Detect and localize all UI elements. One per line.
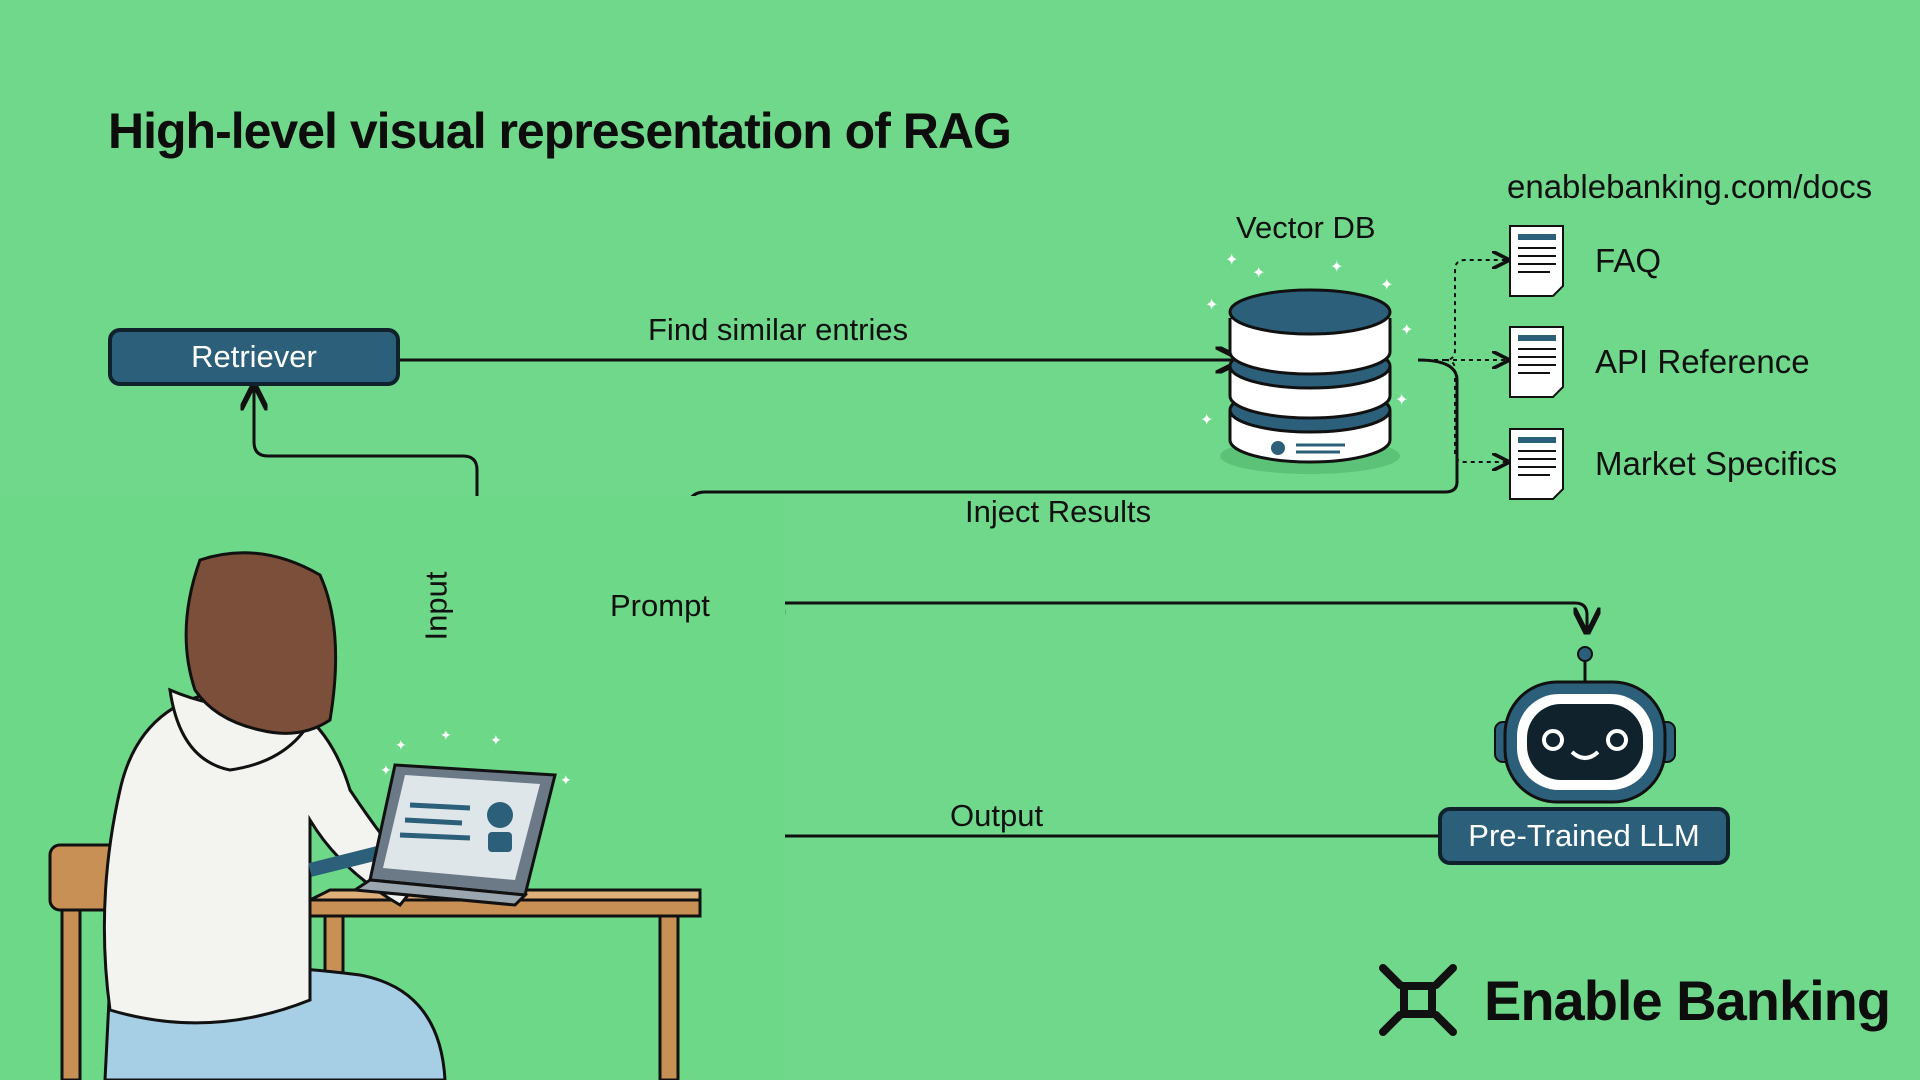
output-label: Output xyxy=(950,798,1044,833)
svg-text:✦: ✦ xyxy=(1380,275,1393,294)
vector-db-label: Vector DB xyxy=(1236,210,1376,245)
svg-text:✦: ✦ xyxy=(1225,250,1238,269)
svg-text:✦: ✦ xyxy=(560,773,572,789)
document-icons xyxy=(1509,225,1564,500)
retriever-label: Retriever xyxy=(191,339,317,374)
page-title: High-level visual representation of RAG xyxy=(108,103,1012,159)
input-label: Input xyxy=(418,571,454,641)
doc-item-market-specifics: Market Specifics xyxy=(1595,445,1838,482)
retriever-node: Retriever xyxy=(108,328,400,386)
svg-text:✦: ✦ xyxy=(380,763,392,779)
svg-text:✦: ✦ xyxy=(1205,295,1218,314)
faq-document-icon xyxy=(1509,225,1564,297)
enable-banking-logo-icon xyxy=(1379,964,1457,1036)
docs-source-label: enablebanking.com/docs xyxy=(1507,168,1873,205)
api-reference-document-icon xyxy=(1509,326,1564,398)
svg-text:✦: ✦ xyxy=(490,733,502,749)
input-arrow xyxy=(254,386,479,752)
find-similar-label: Find similar entries xyxy=(648,312,909,347)
llm-node: Pre-Trained LLM xyxy=(1438,807,1730,865)
inject-results-label: Inject Results xyxy=(965,494,1152,529)
docs-connector xyxy=(1418,260,1508,462)
market-specifics-document-icon xyxy=(1509,428,1564,500)
prompt-label: Prompt xyxy=(610,588,710,623)
svg-text:✦: ✦ xyxy=(1400,320,1413,339)
svg-text:✦: ✦ xyxy=(395,738,407,754)
svg-text:✦: ✦ xyxy=(440,728,452,744)
doc-item-api-reference: API Reference xyxy=(1595,343,1810,380)
prompt-to-llm-arrow xyxy=(785,601,1587,632)
llm-label: Pre-Trained LLM xyxy=(1468,818,1700,853)
user-at-laptop-illustration: ✦✦✦ ✦✦ xyxy=(0,496,785,1080)
svg-text:✦: ✦ xyxy=(1252,263,1265,282)
svg-text:✦: ✦ xyxy=(1200,410,1213,429)
doc-item-faq: FAQ xyxy=(1595,242,1662,279)
brand-name: Enable Banking xyxy=(1484,969,1891,1032)
database-icon: ✦ ✦ ✦ ✦ ✦ ✦ ✦ ✦ xyxy=(1200,250,1413,474)
svg-text:✦: ✦ xyxy=(1330,257,1343,276)
robot-icon xyxy=(1494,646,1676,804)
svg-text:✦: ✦ xyxy=(1395,390,1408,409)
